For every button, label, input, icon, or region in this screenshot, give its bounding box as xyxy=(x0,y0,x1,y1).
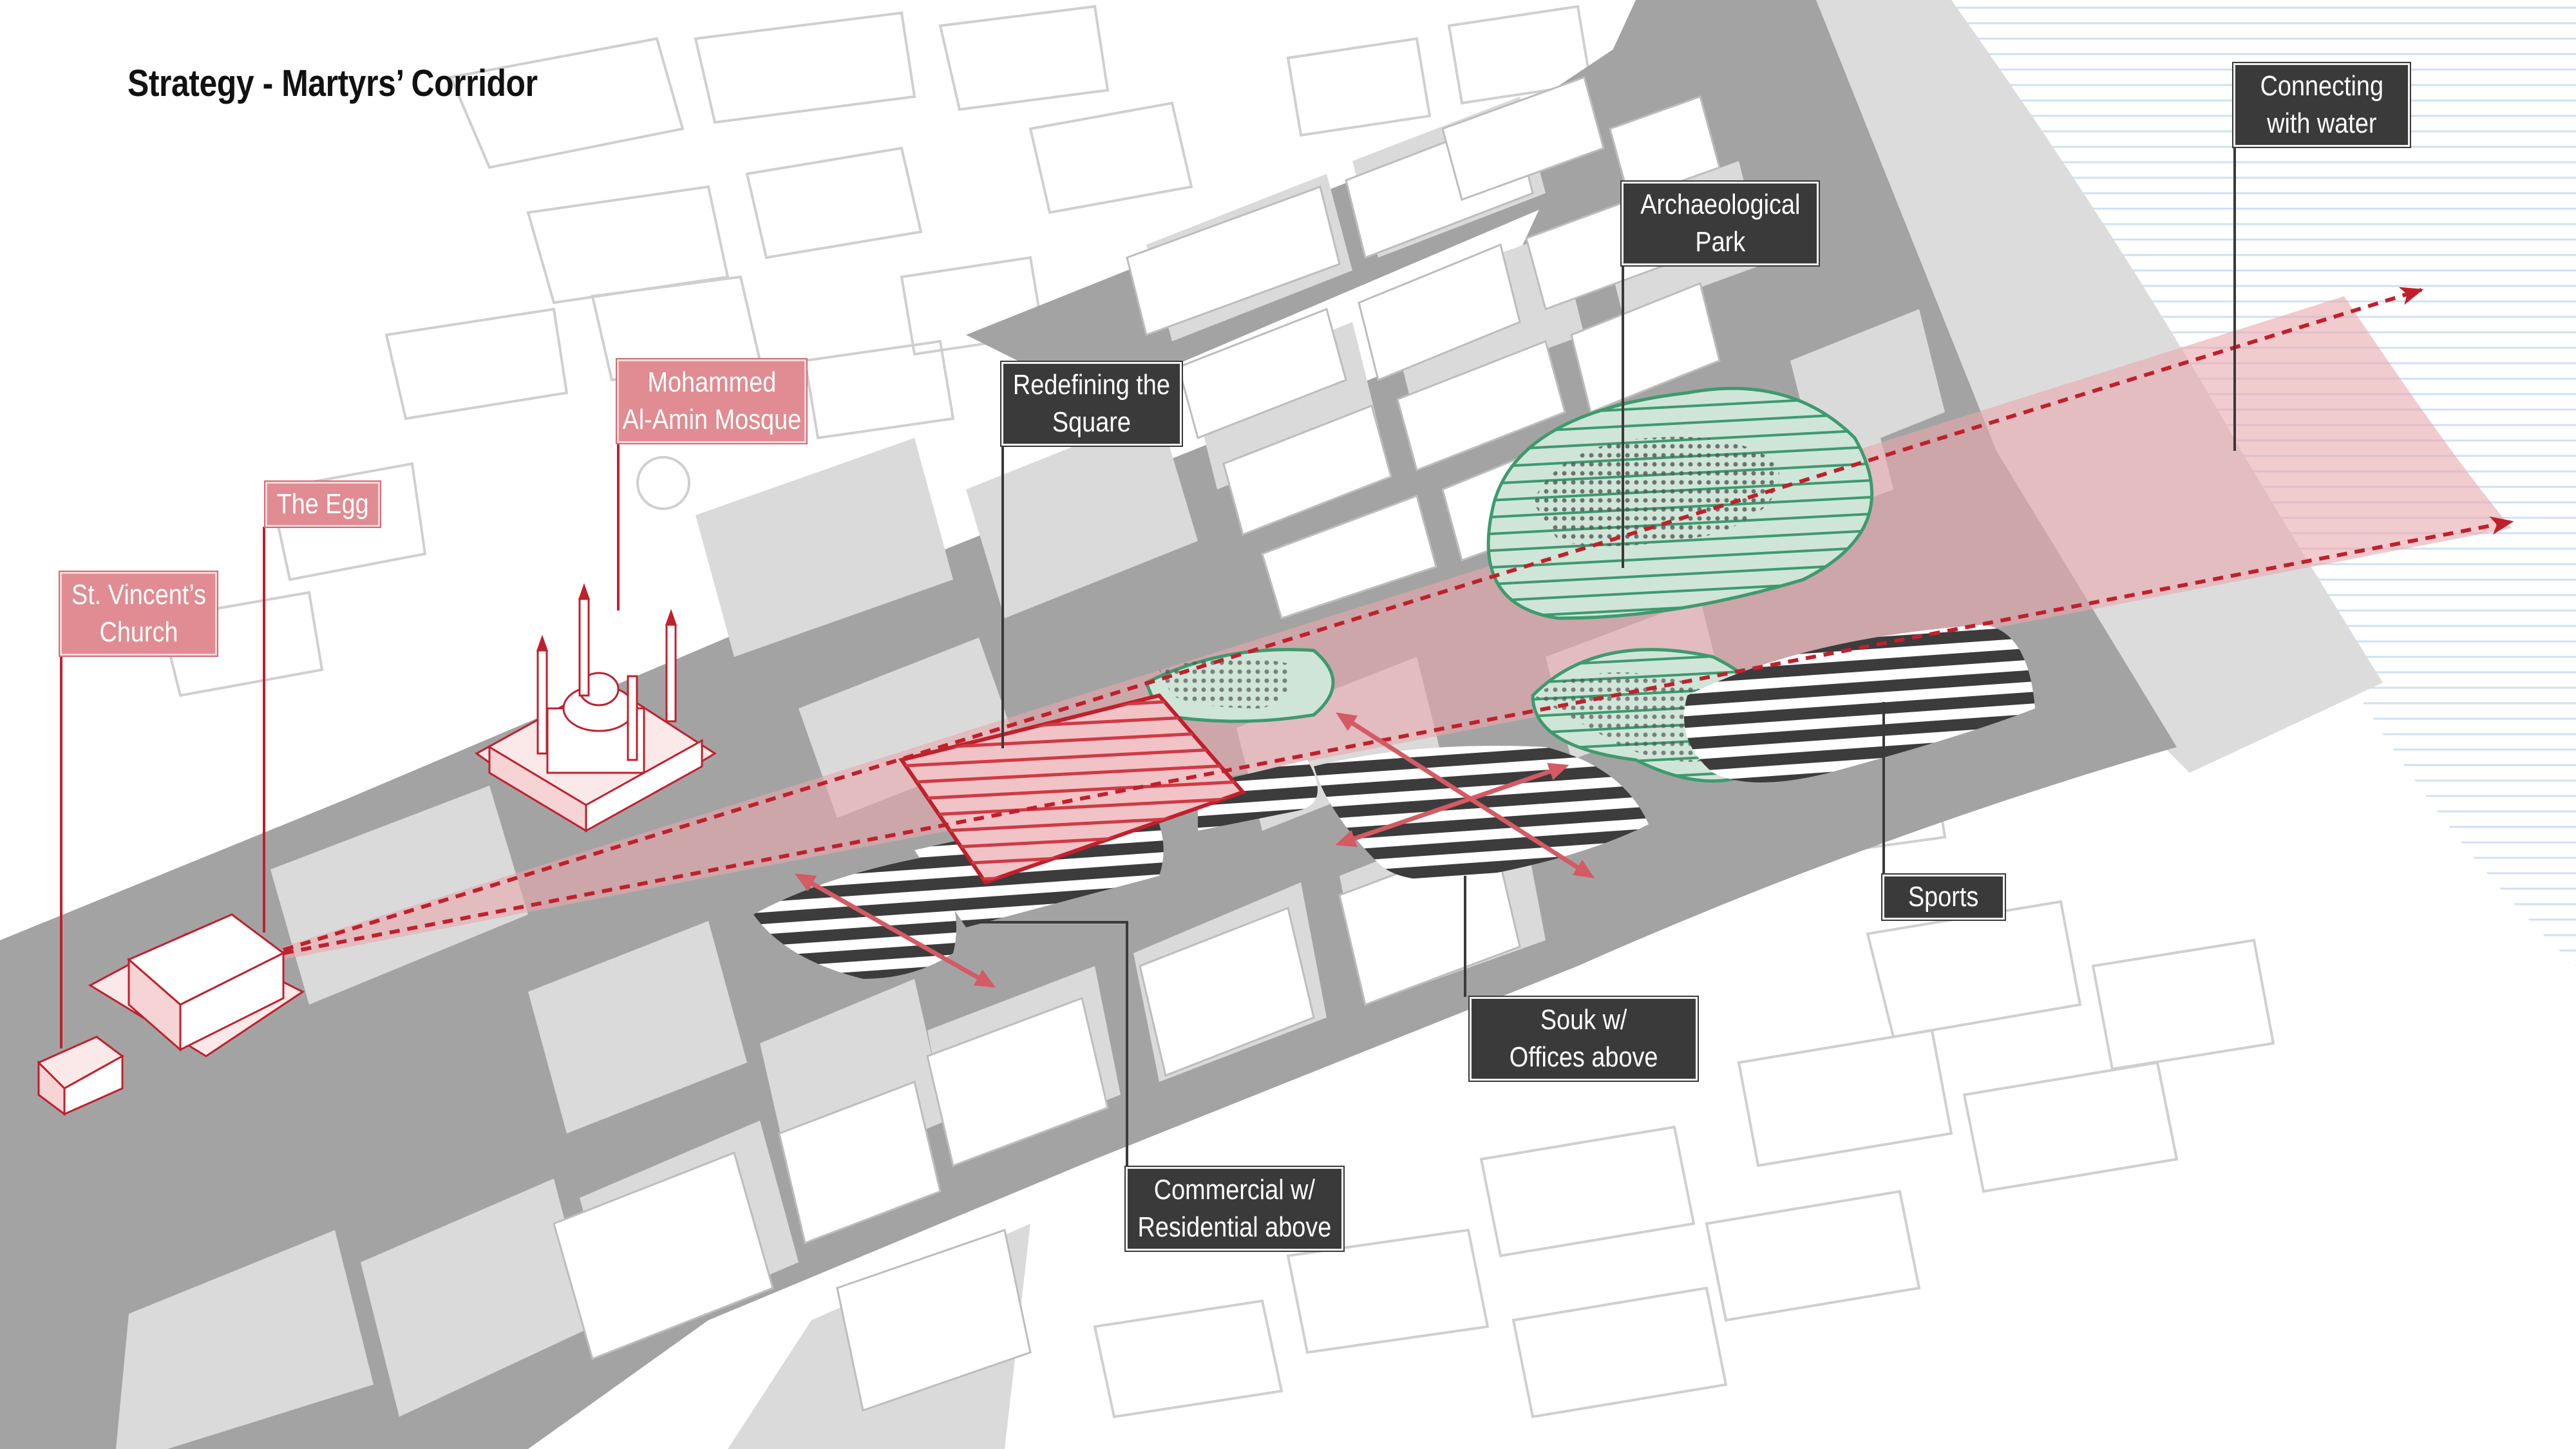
label-church-text: St. Vincent’s Church xyxy=(71,579,206,648)
leader-line-egg xyxy=(263,527,265,933)
building-outlines xyxy=(159,5,2275,1419)
label-archaeological-park-text: Archaeological Park xyxy=(1640,189,1801,258)
leader-line-water xyxy=(2233,147,2236,451)
label-redefining-square: Redefining the Square xyxy=(1001,362,1182,446)
label-church: St. Vincent’s Church xyxy=(60,572,217,656)
leader-line-square xyxy=(1001,446,1004,748)
leader-line-commercial-h xyxy=(979,921,1128,923)
label-sports-text: Sports xyxy=(1908,881,1979,913)
label-connecting-water: Connecting with water xyxy=(2233,63,2410,147)
leader-line-park xyxy=(1622,265,1624,568)
label-souk-text: Souk w/ Offices above xyxy=(1509,1004,1658,1073)
leader-line-commercial xyxy=(1126,921,1128,1167)
leader-line-mosque xyxy=(617,443,620,611)
label-mosque: Mohammed Al-Amin Mosque xyxy=(617,359,806,443)
label-egg-text: The Egg xyxy=(276,488,369,520)
label-egg: The Egg xyxy=(265,482,380,527)
label-souk: Souk w/ Offices above xyxy=(1470,997,1698,1081)
mosque-drawing xyxy=(475,583,717,833)
label-sports: Sports xyxy=(1882,875,2005,920)
page-title: Strategy - Martyrs’ Corridor xyxy=(128,62,538,104)
label-archaeological-park: Archaeological Park xyxy=(1622,182,1819,265)
church-drawing xyxy=(37,1036,124,1116)
crossing-arrows xyxy=(794,712,1595,988)
leader-line-souk xyxy=(1464,876,1466,997)
leader-line-sports xyxy=(1882,702,1885,875)
label-redefining-square-text: Redefining the Square xyxy=(1012,369,1171,438)
leader-line-church xyxy=(60,656,62,1048)
label-connecting-water-text: Connecting with water xyxy=(2260,70,2383,139)
corridor-arrows xyxy=(283,287,2514,955)
egg-building-drawing xyxy=(88,913,305,1057)
corridor-band xyxy=(283,296,2512,960)
label-mosque-text: Mohammed Al-Amin Mosque xyxy=(622,366,801,435)
label-commercial-text: Commercial w/ Residential above xyxy=(1137,1174,1332,1243)
redefined-square xyxy=(898,693,1247,885)
label-commercial: Commercial w/ Residential above xyxy=(1126,1167,1343,1251)
archaeological-park xyxy=(1144,386,1874,783)
